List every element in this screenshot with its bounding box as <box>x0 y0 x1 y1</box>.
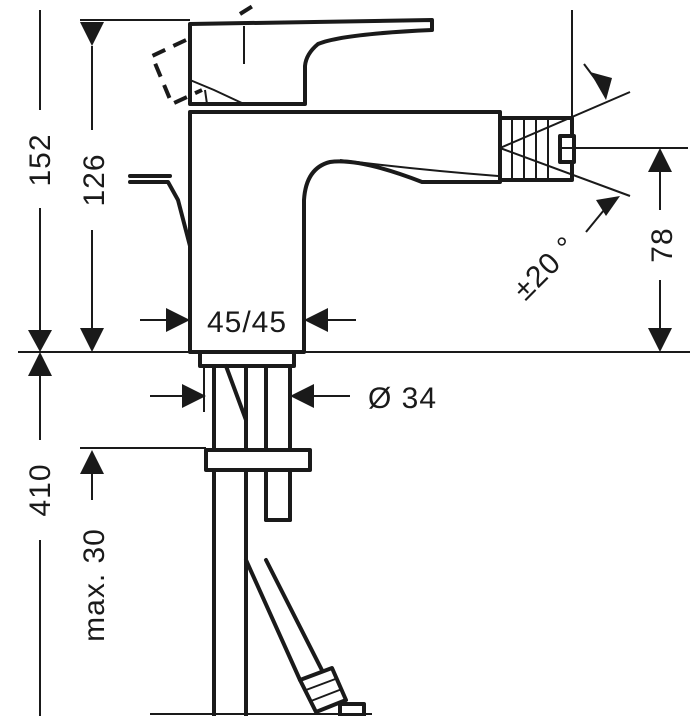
dim-body-width: 45/45 <box>140 306 356 339</box>
lever-handle <box>149 2 434 107</box>
angle-ray-upper <box>499 91 631 149</box>
dim-152-label: 152 <box>24 133 57 186</box>
spout-shade-line <box>339 159 499 177</box>
angle-label: ±20 ° <box>507 230 583 306</box>
dim-78-label: 78 <box>646 227 679 262</box>
dim-126-label: 126 <box>78 153 111 206</box>
fixing-nut <box>204 448 312 472</box>
dim-30-label: max. 30 <box>78 528 111 642</box>
angle-arrow-lower <box>596 196 620 216</box>
dim-410-label: 410 <box>24 463 57 516</box>
dim-30-arrow <box>80 450 104 474</box>
mixer-body <box>188 110 502 368</box>
dim-78-arrow-top <box>648 148 672 172</box>
dim-max-deck-thickness: max. 30 <box>78 447 206 642</box>
angle-leader <box>585 209 605 233</box>
dim-spout-height: 78 <box>560 147 688 352</box>
base-ring <box>198 350 296 368</box>
dim-45-label: 45/45 <box>207 306 287 339</box>
body-outline <box>188 110 502 354</box>
dim-126-arrow-top <box>80 22 104 46</box>
dim-34-label: Ø 34 <box>368 382 437 415</box>
dim-body-height: 126 <box>78 19 190 352</box>
lever-base-line <box>189 79 245 105</box>
dim-152-arrow <box>28 330 52 352</box>
lever-joint-line <box>204 89 208 105</box>
popup-rod <box>128 180 192 248</box>
connector-ridge-2 <box>310 688 343 702</box>
angle-arrow-upper <box>590 72 612 100</box>
dim-overall-height: 152 <box>24 10 57 352</box>
supply-assembly <box>150 364 372 716</box>
dim-34-arrow-left <box>182 384 206 408</box>
hose-right <box>264 558 334 692</box>
hose-left <box>244 558 302 682</box>
lever-outline <box>188 18 434 106</box>
lever-alt-top-dashed <box>238 2 258 16</box>
dim-126-arrow-bottom <box>80 328 104 352</box>
connector-ridge-1 <box>305 677 339 691</box>
dim-78-arrow-bottom <box>648 328 672 352</box>
dim-34-arrow-right <box>290 384 314 408</box>
dim-below-deck: 410 <box>24 352 57 716</box>
hose-bend-left <box>224 364 248 422</box>
angle-ray-lower <box>499 147 631 197</box>
dim-45-arrow-left <box>166 308 190 332</box>
dim-410-arrow <box>28 352 52 376</box>
dim-45-arrow-right <box>304 308 328 332</box>
dim-shank-diameter: Ø 34 <box>150 366 437 415</box>
